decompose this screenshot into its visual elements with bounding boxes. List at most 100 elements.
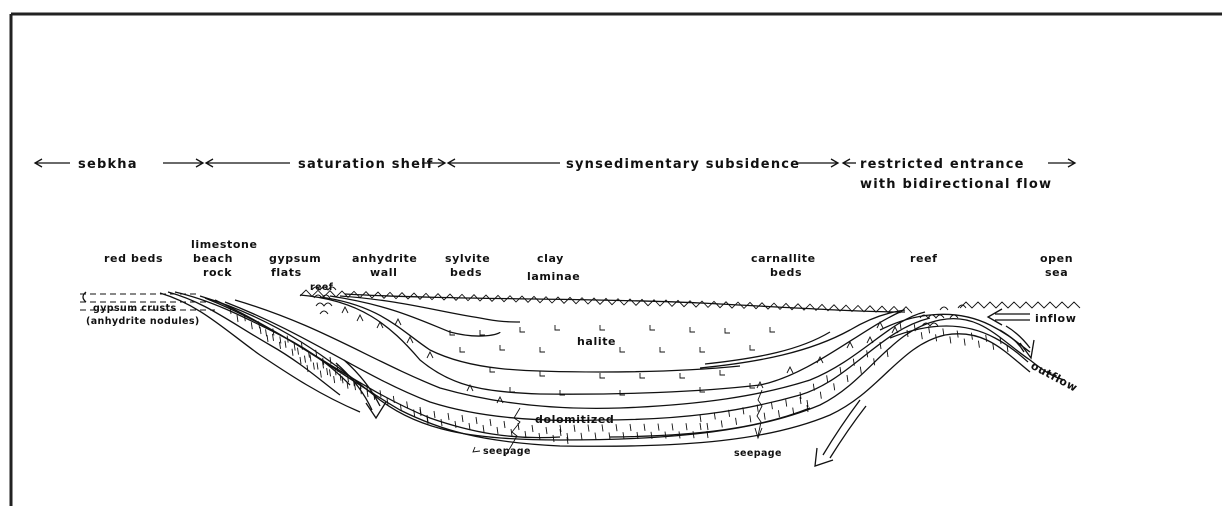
brick-tick xyxy=(679,431,680,438)
brick-tick xyxy=(700,415,701,422)
anhydrite-mark xyxy=(877,322,883,328)
sea-surface-open xyxy=(960,302,1080,308)
anhydrite-mark xyxy=(427,352,433,358)
brick-tick xyxy=(292,349,293,356)
dolomite-brick-pattern xyxy=(230,307,1008,444)
brick-tick xyxy=(971,333,972,340)
halite-mark xyxy=(510,387,515,392)
brick-tick xyxy=(553,435,554,442)
brick-tick xyxy=(860,367,861,374)
brick-tick xyxy=(330,357,331,364)
anhydrite-mark xyxy=(787,367,793,373)
halite-mark xyxy=(460,347,465,352)
brick-tick xyxy=(581,433,582,440)
label-reef-left: reef xyxy=(310,282,334,293)
anhydrite-mark xyxy=(357,315,363,321)
label-anhydrite: anhydrite xyxy=(352,252,417,265)
label-wall: wall xyxy=(370,266,398,279)
halite-mark xyxy=(660,347,665,352)
label-laminae: laminae xyxy=(527,270,580,283)
label-gypsum-crusts: gypsum crusts xyxy=(93,303,177,314)
brick-tick xyxy=(964,339,965,346)
brick-tick xyxy=(267,335,268,342)
zone-synsedimentary-subsidence: synsedimentary subsidence xyxy=(566,157,800,172)
halite-mark xyxy=(555,325,560,330)
halite-mark xyxy=(600,373,605,378)
anhydrite-mark xyxy=(395,319,401,325)
brick-tick xyxy=(693,431,694,438)
halite-mark xyxy=(650,325,655,330)
brick-tick xyxy=(986,335,987,342)
brick-tick xyxy=(300,357,301,364)
brick-tick xyxy=(771,402,772,409)
brick-tick xyxy=(294,344,295,351)
brick-tick xyxy=(764,413,765,420)
brick-tick xyxy=(736,418,737,425)
brick-tick xyxy=(900,322,901,329)
zone-saturation-shelf: saturation shelf xyxy=(298,157,434,172)
label-sylvite: sylvite xyxy=(445,252,490,265)
brick-tick xyxy=(609,432,610,439)
brick-tick xyxy=(307,365,308,372)
brick-tick xyxy=(840,367,841,374)
brick-tick xyxy=(483,425,484,432)
brick-tick xyxy=(786,400,787,407)
brick-tick xyxy=(700,423,701,430)
halite-mark xyxy=(725,328,730,333)
halite-mark xyxy=(500,345,505,350)
brick-tick xyxy=(414,409,415,416)
brick-tick xyxy=(623,432,624,439)
label-carnallite: carnallite xyxy=(751,252,816,265)
halite-mark xyxy=(680,373,685,378)
halite-mark xyxy=(700,347,705,352)
label-beds: beds xyxy=(450,266,482,279)
halite-mark xyxy=(770,327,775,332)
halite-mark xyxy=(690,327,695,332)
brick-tick xyxy=(251,322,252,329)
inflow-arrow xyxy=(988,309,1030,325)
brick-tick xyxy=(434,411,435,418)
brick-tick xyxy=(539,433,540,440)
brick-tick xyxy=(327,368,328,375)
brick-tick xyxy=(497,427,498,434)
halite-mark xyxy=(720,370,725,375)
brick-tick xyxy=(867,350,868,357)
brick-tick xyxy=(778,410,779,417)
brick-tick xyxy=(266,329,267,336)
brick-tick xyxy=(793,408,794,415)
brick-tick xyxy=(936,334,937,341)
label-inflow: inflow xyxy=(1035,312,1076,325)
brick-tick xyxy=(721,420,722,427)
brick-tick xyxy=(305,356,306,363)
halite-mark xyxy=(600,325,605,330)
brick-tick xyxy=(330,369,331,376)
brick-tick xyxy=(595,433,596,440)
brick-tick xyxy=(820,392,821,399)
brick-tick xyxy=(707,423,708,430)
brick-tick xyxy=(532,425,533,432)
brick-tick xyxy=(340,374,341,381)
brick-tick xyxy=(380,390,381,397)
brick-tick xyxy=(750,415,751,422)
brick-tick xyxy=(957,331,958,338)
brick-tick xyxy=(298,348,299,355)
halite-mark xyxy=(640,373,645,378)
label-beach: beach xyxy=(193,252,233,265)
brick-tick xyxy=(441,419,442,426)
label-clay: clay xyxy=(537,252,564,265)
brick-tick xyxy=(827,375,828,382)
label-anhydrite-nodules: (anhydrite nodules) xyxy=(86,316,200,327)
brick-tick xyxy=(237,315,238,322)
label-reef-right: reef xyxy=(910,252,938,265)
halite-mark xyxy=(750,345,755,350)
halite-mark xyxy=(620,347,625,352)
brick-tick xyxy=(504,421,505,428)
brick-tick xyxy=(978,341,979,348)
brick-tick xyxy=(686,423,687,430)
label-gypsum: gypsum xyxy=(269,252,321,265)
brick-tick xyxy=(630,424,631,431)
halite-mark xyxy=(540,347,545,352)
label-flats: flats xyxy=(271,266,302,279)
